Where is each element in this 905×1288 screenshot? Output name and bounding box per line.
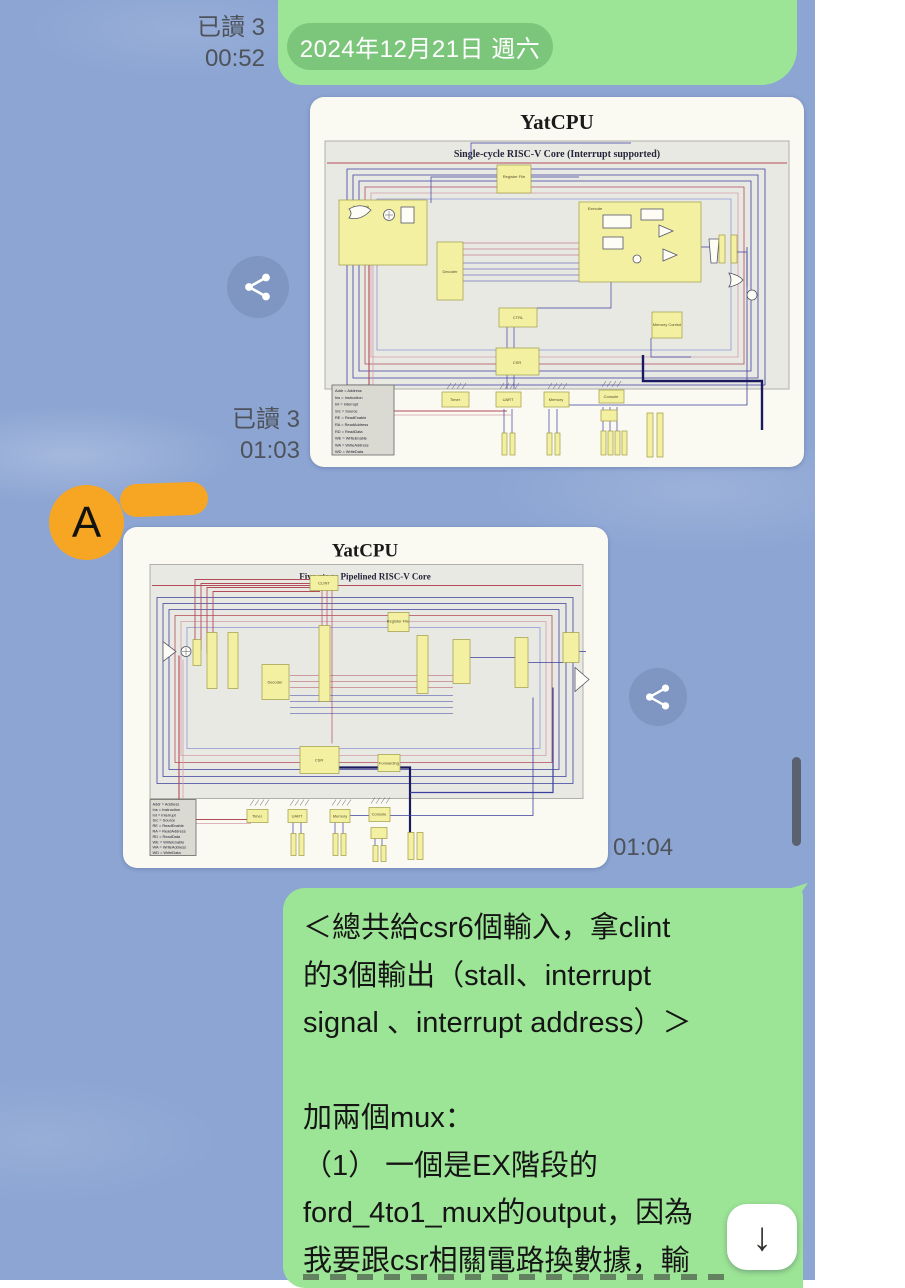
message-line (303, 1048, 785, 1096)
svg-text:CSR: CSR (315, 758, 324, 763)
sent-text-message: ＜總共給csr6個輸入，拿clint 的3個輸出（stall、interrupt… (283, 888, 803, 1288)
diagram2-legend: Addr = Address Ins = Instruction Int = I… (149, 799, 197, 856)
svg-text:CTRL: CTRL (513, 315, 524, 320)
page-right-margin (815, 0, 905, 1280)
avatar[interactable]: A (49, 485, 124, 560)
svg-text:RE = ReadEnable: RE = ReadEnable (153, 823, 184, 828)
read-receipt-image1: 已讀 3 01:03 (190, 404, 300, 466)
clipped-text-line (303, 1274, 733, 1280)
svg-text:Forwarding: Forwarding (379, 761, 399, 766)
share-button-image1[interactable] (227, 256, 289, 318)
scroll-to-bottom-button[interactable]: ↓ (727, 1204, 797, 1270)
svg-text:WA = WriteAddress: WA = WriteAddress (335, 442, 369, 447)
message-line: signal 、interrupt address）＞ (303, 1007, 692, 1039)
svg-text:Ins = Instruction: Ins = Instruction (335, 395, 363, 400)
read-count: 已讀 3 (231, 406, 300, 433)
timestamp: 00:52 (204, 45, 265, 72)
svg-text:Console: Console (372, 812, 387, 817)
svg-text:Addr = Address: Addr = Address (335, 388, 362, 393)
svg-text:Int = Interrupt: Int = Interrupt (335, 402, 359, 407)
svg-text:Decoder: Decoder (267, 680, 283, 685)
svg-text:RA = ReadAddress: RA = ReadAddress (335, 422, 368, 427)
message-text: ＜總共給csr6個輸入，拿clint 的3個輸出（stall、interrupt… (283, 888, 803, 1285)
svg-text:Decoder: Decoder (442, 269, 458, 274)
date-chip: 2024年12月21日 週六 (287, 23, 553, 70)
svg-text:Register File: Register File (387, 619, 410, 624)
diagram1-title: YatCPU (520, 110, 594, 134)
svg-text:Console: Console (604, 394, 619, 399)
svg-text:WA = WriteAddress: WA = WriteAddress (153, 845, 187, 850)
schematic-wires (156, 579, 586, 846)
image-message-single-cycle-diagram[interactable]: YatCPU Single-cycle RISC-V Core (Interru… (310, 97, 804, 467)
message-line: ford_4to1_mux的output，因為 (303, 1197, 694, 1229)
svg-text:WD = WriteData: WD = WriteData (335, 449, 364, 454)
svg-text:WE = WriteEnable: WE = WriteEnable (335, 436, 367, 441)
diagram1-subtitle: Single-cycle RISC-V Core (Interrupt supp… (454, 149, 660, 160)
svg-text:UART: UART (503, 397, 514, 402)
svg-text:Timer: Timer (450, 397, 461, 402)
svg-text:RA = ReadAddress: RA = ReadAddress (153, 829, 186, 834)
diagram2-title: YatCPU (332, 541, 399, 562)
read-receipt-top: 已讀 3 00:52 (155, 12, 265, 74)
redacted-username-blob (119, 481, 209, 518)
svg-text:CLINT: CLINT (318, 581, 330, 586)
svg-text:CSR: CSR (513, 360, 522, 365)
timestamp-image2: 01:04 (613, 834, 674, 861)
svg-text:UART: UART (292, 814, 303, 819)
timestamp: 01:03 (239, 437, 300, 464)
avatar-letter: A (71, 497, 102, 547)
svg-text:Src = Source: Src = Source (153, 818, 176, 823)
svg-text:RD = ReadData: RD = ReadData (153, 834, 181, 839)
svg-text:Memory Control: Memory Control (653, 322, 682, 327)
svg-text:Memory: Memory (333, 814, 347, 819)
image-message-pipelined-diagram[interactable]: YatCPU Five-stage Pipelined RISC-V Core (123, 527, 608, 868)
svg-text:Memory: Memory (549, 397, 563, 402)
message-line: 的3個輸出（stall、interrupt (303, 959, 652, 992)
svg-text:Int = Interrupt: Int = Interrupt (153, 812, 177, 817)
message-line: 加兩個mux： (303, 1102, 474, 1134)
svg-text:Ins = Instruction: Ins = Instruction (153, 807, 181, 812)
svg-text:RD = ReadData: RD = ReadData (335, 429, 363, 434)
schematic-blocks: InstFetch Register File Decoder Execute … (338, 164, 758, 458)
svg-text:Src = Source: Src = Source (335, 408, 358, 413)
share-button-image2[interactable] (629, 668, 687, 726)
svg-text:Timer: Timer (252, 814, 263, 819)
svg-text:WE = WriteEnable: WE = WriteEnable (153, 839, 185, 844)
message-line: 我要跟csr相關電路換數據，輸 (303, 1244, 690, 1277)
single-cycle-schematic: YatCPU Single-cycle RISC-V Core (Interru… (324, 110, 790, 458)
date-chip-label: 2024年12月21日 週六 (299, 36, 541, 63)
five-stage-schematic: YatCPU Five-stage Pipelined RISC-V Core (149, 541, 590, 862)
diagram2-subtitle: Five-stage Pipelined RISC-V Core (299, 572, 430, 582)
chat-scrollbar[interactable] (792, 757, 801, 846)
svg-text:Register File: Register File (503, 174, 526, 179)
message-line: ＜總共給csr6個輸入，拿clint (303, 912, 671, 944)
read-count: 已讀 3 (196, 14, 265, 41)
svg-text:WD = WriteData: WD = WriteData (153, 850, 182, 855)
diagram1-legend: Addr = Address Ins = Instruction Int = I… (331, 384, 395, 456)
share-icon (645, 684, 670, 710)
message-line: （1） 一個是EX階段的 (303, 1149, 598, 1182)
share-icon (245, 273, 270, 301)
svg-text:RE = ReadEnable: RE = ReadEnable (335, 415, 366, 420)
svg-text:Execute: Execute (588, 206, 603, 211)
arrow-down-icon: ↓ (752, 1214, 772, 1259)
svg-text:Addr = Address: Addr = Address (153, 802, 180, 807)
schematic-blocks: CLINT Register File Decoder CSR (162, 575, 590, 862)
